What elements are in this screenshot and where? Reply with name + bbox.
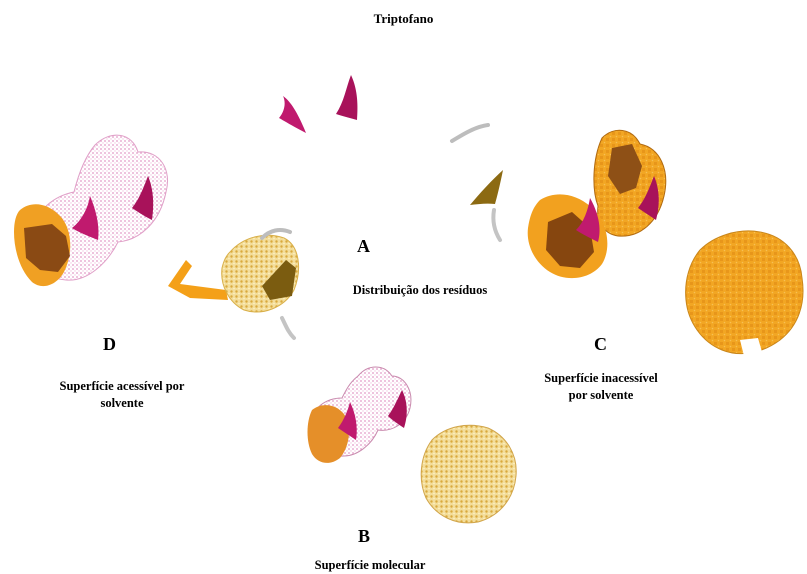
magenta-residue-left xyxy=(279,96,306,133)
panel-c-caption: Superfície inacessível por solvente xyxy=(516,370,686,404)
panel-c-caption-line1: Superfície inacessível xyxy=(516,370,686,387)
panel-d-caption-line2: solvente xyxy=(22,395,222,412)
panel-b-caption: Superfície molecular xyxy=(270,557,470,574)
orange-strand xyxy=(168,260,228,300)
panel-d-letter: D xyxy=(103,334,116,355)
figure-title: Triptofano xyxy=(0,11,807,27)
panel-a-letter: A xyxy=(357,236,370,257)
panel-c-surface xyxy=(528,130,803,356)
panel-c-caption-line2: por solvente xyxy=(516,387,686,404)
panel-d-caption: Superfície acessível por solvente xyxy=(22,378,222,412)
panel-d-caption-line1: Superfície acessível por xyxy=(22,378,222,395)
gray-backbone-bottom xyxy=(493,210,500,240)
magenta-residue-right xyxy=(336,75,357,120)
gray-backbone-d-bottom xyxy=(282,318,294,338)
orange-globular-surface xyxy=(686,231,803,354)
panel-a-caption: Distribuição dos resíduos xyxy=(320,282,520,299)
panel-b-surface xyxy=(308,367,517,523)
panel-b-letter: B xyxy=(358,526,370,547)
panel-c-letter: C xyxy=(594,334,607,355)
gray-backbone-top xyxy=(452,125,488,141)
panel-a-residues xyxy=(279,75,503,240)
panel-d-surface xyxy=(14,135,168,286)
panel-d-residue-cluster xyxy=(168,230,299,338)
olive-residue xyxy=(470,170,503,205)
gold-globular-b xyxy=(421,425,516,523)
